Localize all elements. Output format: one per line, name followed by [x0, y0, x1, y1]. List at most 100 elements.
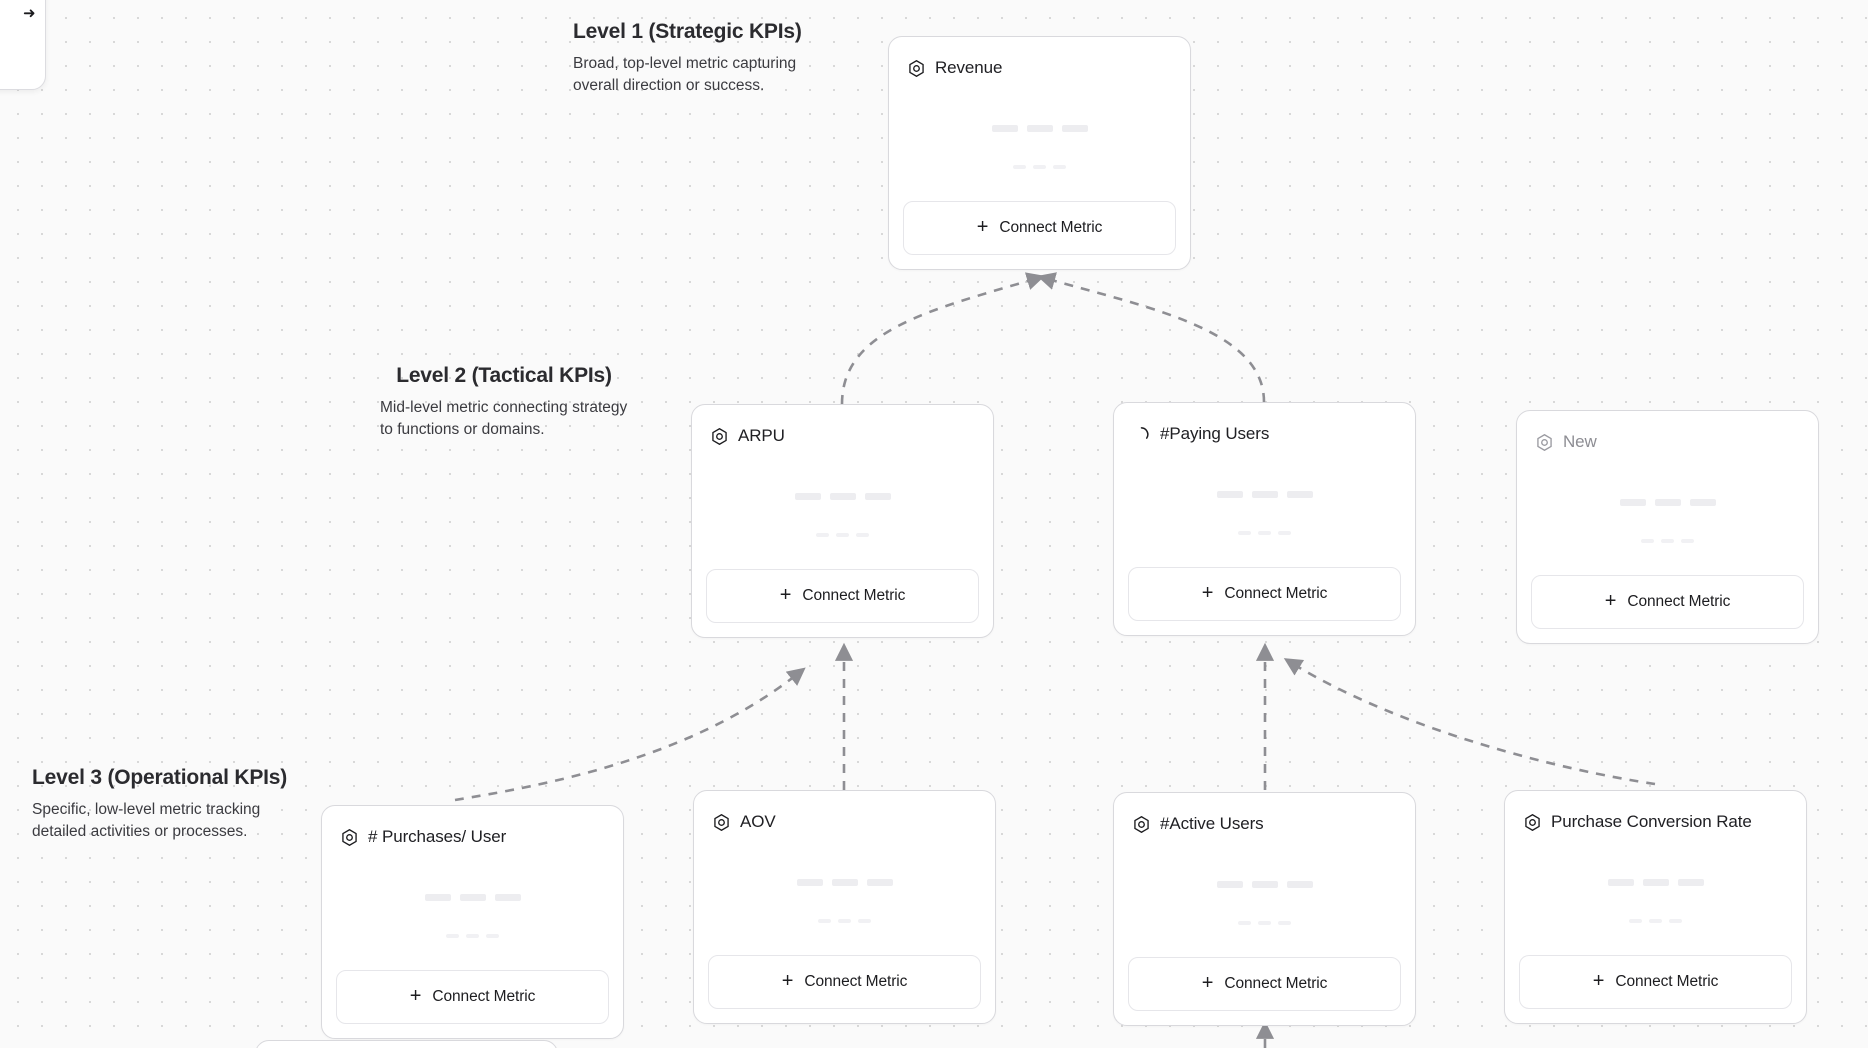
skeleton-bar	[1654, 499, 1681, 506]
card-header: ARPU	[692, 405, 993, 451]
skeleton-bar	[1238, 531, 1251, 535]
level-1-description: Broad, top-level metric capturing overal…	[573, 55, 797, 94]
connect-metric-button[interactable]: + Connect Metric	[706, 569, 979, 623]
skeleton-bar	[1278, 531, 1291, 535]
skeleton-bar	[1642, 879, 1669, 886]
skeleton-bar	[1619, 499, 1646, 506]
connect-metric-button[interactable]: + Connect Metric	[708, 955, 981, 1009]
metric-card-active-users[interactable]: #Active Users + Connect Metric	[1113, 792, 1416, 1026]
skeleton-row-primary	[1505, 879, 1806, 886]
connect-metric-label: Connect Metric	[802, 587, 906, 604]
skeleton-bar	[1216, 491, 1243, 498]
card-title: New	[1563, 432, 1597, 451]
level-3-title: Level 3 (Operational KPIs)	[32, 766, 288, 789]
skeleton-bar	[858, 919, 871, 923]
card-header: Revenue	[889, 37, 1190, 83]
skeleton-bar	[1061, 125, 1088, 132]
hexagon-target-icon	[1537, 433, 1552, 451]
skeleton-row-secondary	[694, 919, 995, 923]
metric-card-new[interactable]: New + Connect Metric	[1516, 410, 1819, 644]
skeleton-row-secondary	[1505, 919, 1806, 923]
level-2-title: Level 2 (Tactical KPIs)	[396, 364, 612, 387]
skeleton-bar	[1026, 125, 1053, 132]
skeleton-bar	[459, 894, 486, 901]
skeleton-bar	[1641, 539, 1654, 543]
card-title: Purchase Conversion Rate	[1551, 812, 1752, 831]
skeleton-bar	[1033, 165, 1046, 169]
metric-card-paying-users[interactable]: #Paying Users + Connect Metric	[1113, 402, 1416, 636]
card-title: #Paying Users	[1160, 424, 1270, 443]
card-header: AOV	[694, 791, 995, 837]
connect-metric-button[interactable]: + Connect Metric	[1128, 567, 1401, 621]
skeleton-bar	[1216, 881, 1243, 888]
metric-card-purchases-per-user[interactable]: # Purchases/ User + Connect Metric	[321, 805, 624, 1039]
skeleton-bar	[991, 125, 1018, 132]
plus-icon: +	[976, 216, 989, 238]
level-1-title: Level 1 (Strategic KPIs)	[573, 20, 802, 43]
card-body-placeholder	[694, 837, 995, 955]
plus-icon: +	[1201, 582, 1214, 604]
connect-metric-button[interactable]: + Connect Metric	[903, 201, 1176, 255]
skeleton-row-primary	[694, 879, 995, 886]
skeleton-bar	[864, 493, 891, 500]
skeleton-row-secondary	[322, 934, 623, 938]
metric-card-purchase-conversion-rate[interactable]: Purchase Conversion Rate + Connect Metri…	[1504, 790, 1807, 1024]
skeleton-row-secondary	[1114, 921, 1415, 925]
skeleton-bar	[1649, 919, 1662, 923]
skeleton-bar	[1278, 921, 1291, 925]
connect-metric-button[interactable]: + Connect Metric	[1531, 575, 1804, 629]
card-header: Purchase Conversion Rate	[1505, 791, 1806, 837]
skeleton-bar	[1669, 919, 1682, 923]
connect-metric-label: Connect Metric	[1224, 975, 1328, 992]
skeleton-bar	[829, 493, 856, 500]
connect-metric-button[interactable]: + Connect Metric	[336, 970, 609, 1024]
level-3-label-group: Level 3 (Operational KPIs) Specific, low…	[32, 766, 292, 843]
skeleton-bar	[1629, 919, 1642, 923]
edge-paying-users-to-revenue	[1036, 272, 1266, 403]
skeleton-bar	[1661, 539, 1674, 543]
skeleton-row-secondary	[889, 165, 1190, 169]
card-header: #Paying Users	[1114, 403, 1415, 449]
connect-metric-label: Connect Metric	[432, 988, 536, 1005]
level-2-description: Mid-level metric connecting strategy to …	[380, 399, 628, 438]
connect-metric-label: Connect Metric	[1615, 973, 1719, 990]
card-title: Revenue	[935, 58, 1003, 77]
skeleton-bar	[856, 533, 869, 537]
metric-card-offscreen-bottom[interactable]	[255, 1040, 558, 1048]
plus-icon: +	[409, 985, 422, 1007]
skeleton-bar	[1689, 499, 1716, 506]
hexagon-target-icon	[712, 427, 727, 445]
plus-icon: +	[1604, 590, 1617, 612]
offscreen-card-top-left[interactable]: ➜	[0, 0, 46, 90]
hexagon-target-icon	[714, 813, 729, 831]
skeleton-row-primary	[1114, 491, 1415, 498]
skeleton-bar	[1286, 491, 1313, 498]
skeleton-bar	[818, 919, 831, 923]
skeleton-bar	[1053, 165, 1066, 169]
skeleton-bar	[838, 919, 851, 923]
skeleton-row-secondary	[1114, 531, 1415, 535]
metric-card-aov[interactable]: AOV + Connect Metric	[693, 790, 996, 1024]
skeleton-bar	[866, 879, 893, 886]
edge-conversion-to-paying-users	[1283, 658, 1656, 786]
card-body-placeholder	[889, 83, 1190, 201]
connect-metric-button[interactable]: + Connect Metric	[1519, 955, 1792, 1009]
offscreen-card-glyph: ➜	[23, 5, 36, 22]
metric-card-revenue[interactable]: Revenue + Connect Metric	[888, 36, 1191, 270]
card-body-placeholder	[322, 852, 623, 970]
skeleton-bar	[1251, 881, 1278, 888]
connect-metric-label: Connect Metric	[1224, 585, 1328, 602]
hexagon-target-icon	[909, 59, 924, 77]
metric-card-arpu[interactable]: ARPU + Connect Metric	[691, 404, 994, 638]
skeleton-bar	[446, 934, 459, 938]
card-title: AOV	[740, 812, 776, 831]
connect-metric-button[interactable]: + Connect Metric	[1128, 957, 1401, 1011]
skeleton-bar	[796, 879, 823, 886]
hexagon-target-icon	[342, 828, 357, 846]
skeleton-bar	[424, 894, 451, 901]
skeleton-bar	[486, 934, 499, 938]
card-header: New	[1517, 411, 1818, 457]
skeleton-bar	[1238, 921, 1251, 925]
card-body-placeholder	[1114, 839, 1415, 957]
